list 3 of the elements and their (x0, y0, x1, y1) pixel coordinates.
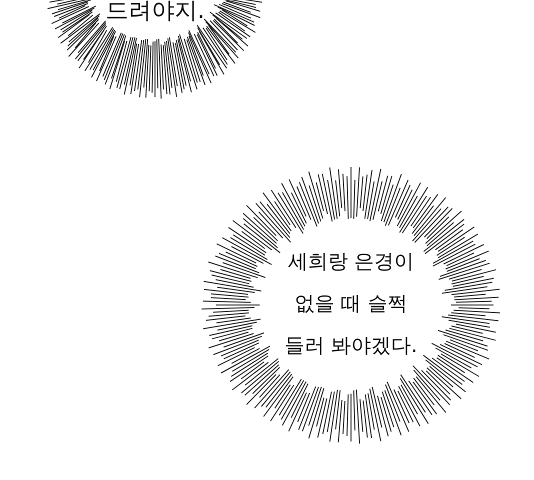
bubble-text: 세희랑 은경이 없을 때 슬쩍 들러 봐야겠다. (284, 248, 418, 359)
burst-bubble (200, 165, 502, 445)
bubble-text: 드려야지. (104, 0, 206, 25)
